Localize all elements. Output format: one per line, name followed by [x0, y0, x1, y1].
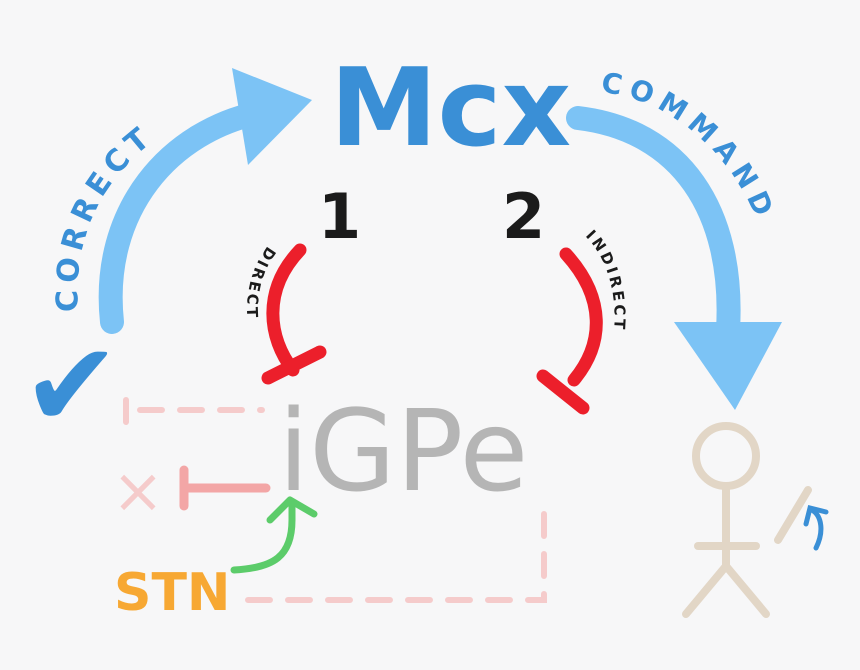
stn-excite-arrow [230, 496, 318, 574]
path-2-number: 2 [502, 180, 545, 253]
stn-label: STN [114, 563, 230, 623]
correct-arrow [98, 68, 312, 334]
indirect-inhibit-arrow [536, 247, 603, 415]
rotate-arrow-icon [803, 504, 829, 551]
command-label: COMMAND [599, 66, 783, 227]
faded-feedback-lines [123, 397, 547, 603]
path-1-number: 1 [318, 180, 361, 253]
x-inhibit-line [179, 465, 271, 511]
igpe-label: iGPe [278, 387, 528, 517]
direct-inhibit-arrow [261, 243, 327, 385]
check-icon: ✔ [22, 316, 121, 454]
error-x-icon: × [112, 454, 164, 527]
command-arrow [566, 106, 782, 410]
mcx-label: Mcx [330, 46, 571, 171]
stick-person-icon [682, 422, 812, 618]
